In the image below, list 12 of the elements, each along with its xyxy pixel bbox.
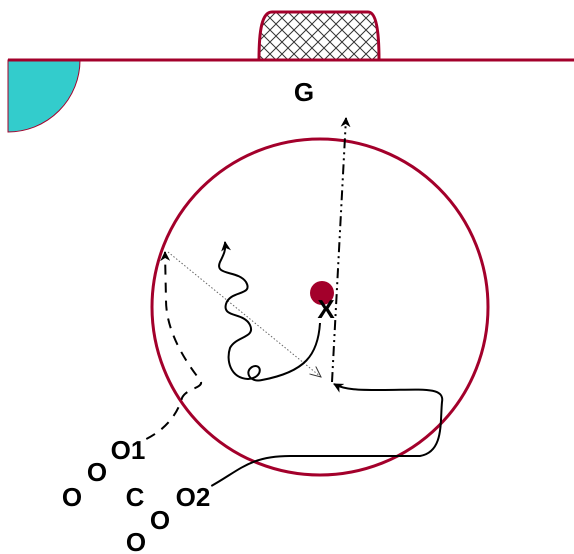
skating-path: [218, 241, 321, 382]
player-label: O2: [176, 484, 210, 510]
skating-path: [146, 251, 202, 440]
player-label: O1: [110, 437, 146, 463]
skating-path: [210, 383, 444, 487]
player-label: O: [150, 507, 170, 533]
player-label: X: [317, 296, 335, 322]
goalie-label: G: [294, 79, 314, 105]
player-label: O: [62, 484, 82, 510]
player-label: O: [86, 459, 108, 485]
player-label: O: [126, 529, 146, 554]
player-label: C: [126, 484, 144, 510]
